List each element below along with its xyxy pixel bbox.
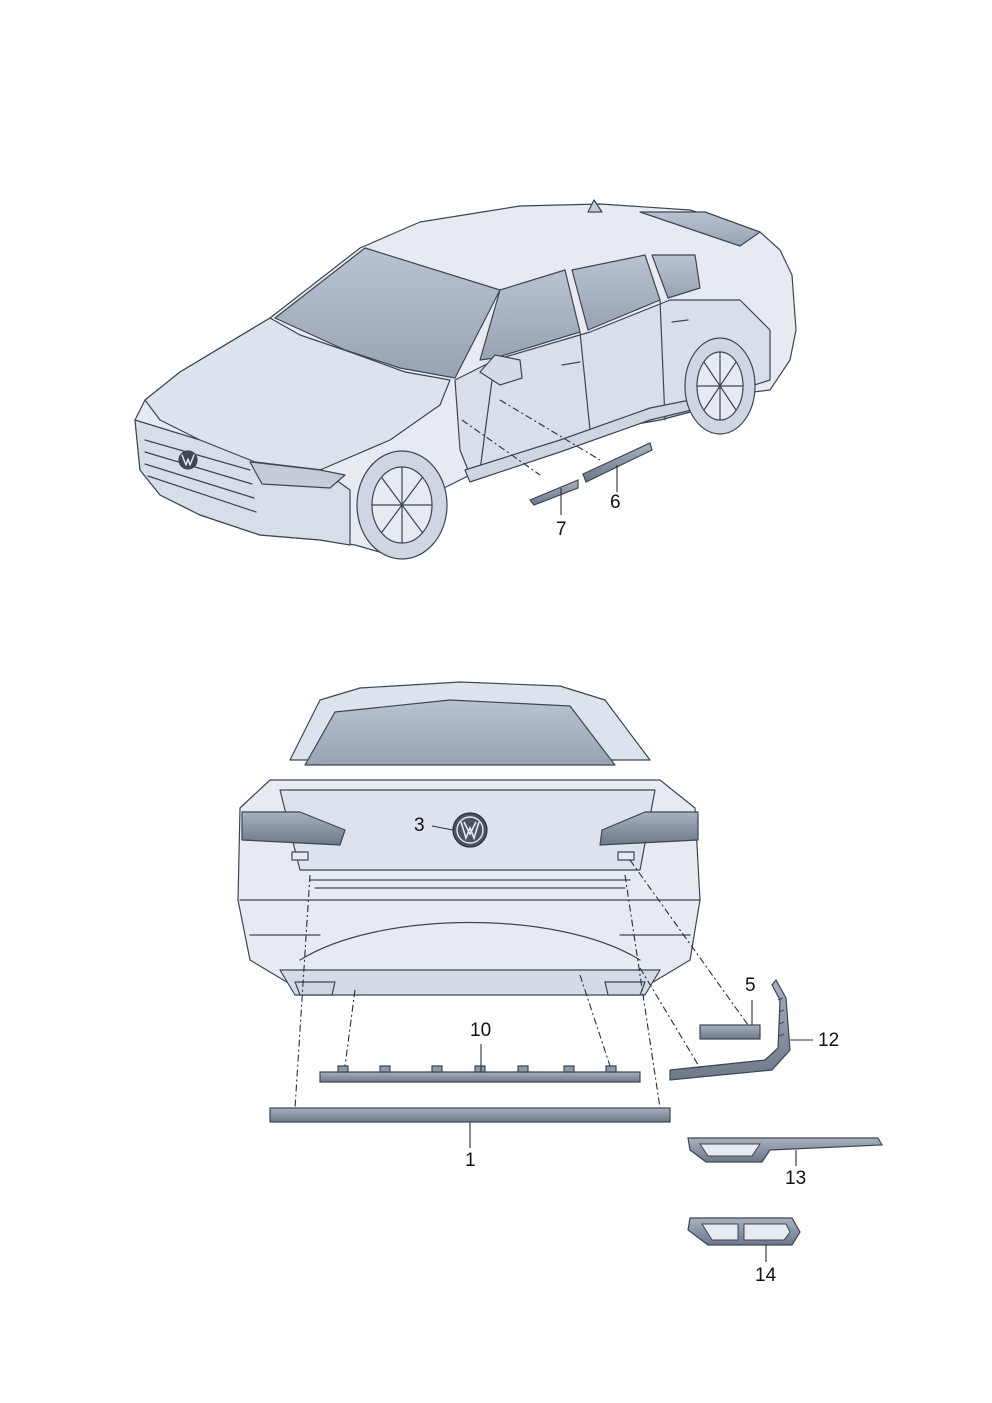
car-door-handles	[561, 319, 689, 366]
callout-13: 13	[785, 1168, 807, 1189]
rear-diffuser	[279, 969, 661, 996]
rear-exhaust-left	[294, 981, 336, 996]
rear-parts	[269, 978, 884, 1246]
leader-lines-top	[461, 399, 618, 515]
car-mirror	[479, 354, 523, 386]
rear-reflector-right	[617, 851, 635, 861]
car-windshield	[274, 247, 501, 379]
part-1-trim-strip	[269, 1107, 671, 1123]
callout-12: 12	[818, 1030, 840, 1051]
car-grille	[144, 439, 257, 513]
rear-bumper-lines	[239, 899, 701, 961]
rear-trim-line	[309, 879, 631, 889]
car-quarter-window	[651, 254, 701, 299]
callout-5: 5	[745, 975, 756, 996]
leader-lines-bottom	[294, 825, 813, 1262]
car-side-window-front	[479, 269, 581, 361]
part-7-sill-trim	[529, 479, 579, 506]
part-5-reflector-plate	[699, 1024, 761, 1040]
rear-tail-light-left	[241, 811, 346, 846]
car-rear-view	[237, 681, 701, 996]
rear-reflector-left	[291, 851, 309, 861]
callout-10: 10	[470, 1020, 492, 1041]
car-headlight	[249, 461, 346, 489]
part-3-rear-badge	[452, 812, 488, 848]
car-rear-window	[639, 211, 761, 247]
rear-window-glass	[304, 699, 616, 766]
callout-3: 3	[414, 815, 425, 836]
rear-tail-light-right	[599, 811, 699, 846]
callout-14: 14	[755, 1265, 777, 1286]
callout-6: 6	[610, 492, 621, 513]
side-trim-parts	[529, 442, 653, 506]
rear-exhaust-right	[604, 981, 646, 996]
part-10-diffuser-trim	[319, 1071, 641, 1083]
callout-1: 1	[465, 1150, 476, 1171]
callout-7: 7	[556, 519, 567, 540]
part-10-tabs	[337, 1065, 617, 1073]
car-antenna	[587, 199, 603, 213]
part-12-corner-trim	[669, 978, 791, 1081]
part-6-sill-trim	[582, 442, 653, 483]
car-front-view	[134, 199, 797, 560]
